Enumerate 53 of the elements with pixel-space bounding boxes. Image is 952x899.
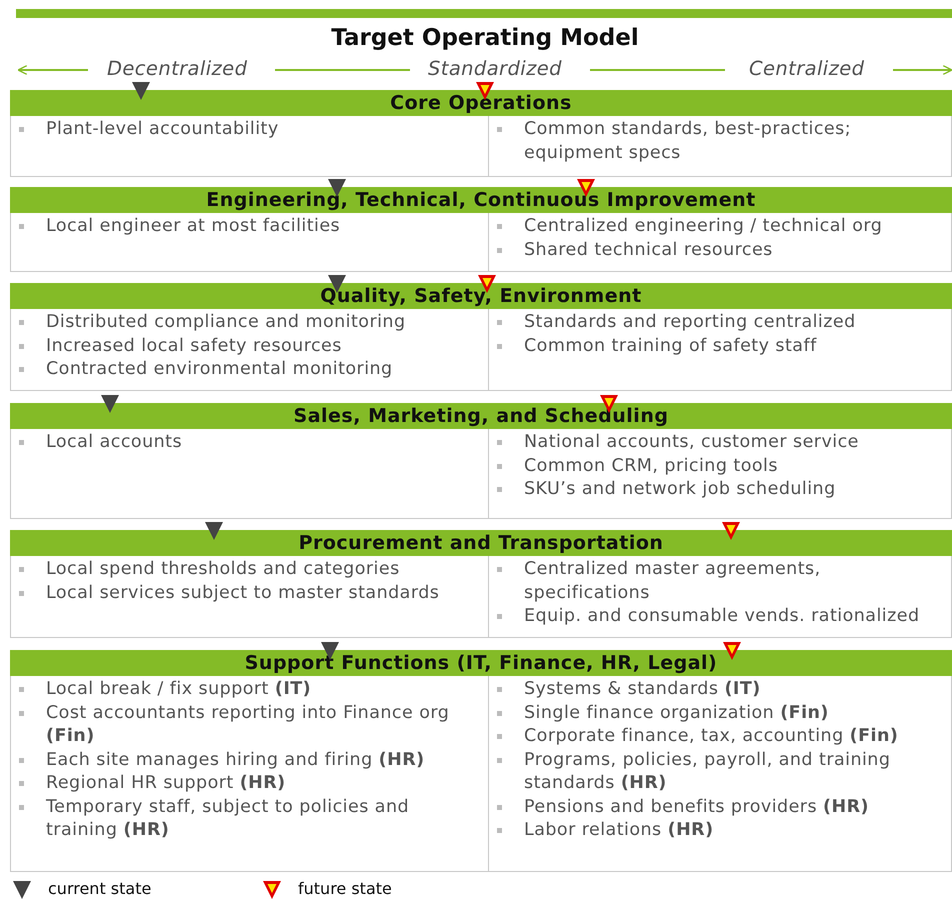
- bullet-item: SKU’s and network job scheduling: [497, 478, 949, 502]
- bullet-item: Temporary staff, subject to policies and training (HR): [19, 796, 486, 842]
- bullet-item: Local break / fix support (IT): [19, 678, 486, 702]
- scale-label: Centralized: [749, 57, 864, 80]
- bullet-item: Each site manages hiring and firing (HR): [19, 748, 486, 772]
- section-heading: Core Operations: [10, 90, 952, 116]
- table-cell: [488, 556, 952, 638]
- table-cell: [10, 213, 488, 272]
- bullet-item: Common training of safety staff: [497, 334, 949, 358]
- section-heading: Engineering, Technical, Continuous Improvement: [10, 187, 952, 213]
- table-cell: [488, 676, 952, 872]
- scale-label: Standardized: [428, 57, 562, 80]
- bullet-item: Local spend thresholds and categories: [19, 558, 486, 582]
- title: Target Operating Model: [331, 25, 639, 51]
- bullet-item: Centralized engineering / technical org: [497, 215, 949, 238]
- bullet-item: Regional HR support (HR): [19, 772, 486, 796]
- bullet-item: Programs, policies, payroll, and training standards (HR): [497, 748, 949, 796]
- table-cell: [488, 309, 952, 391]
- bullet-item: Systems & standards (IT): [497, 678, 949, 702]
- section-heading: Quality, Safety, Environment: [10, 283, 952, 309]
- table-cell: [10, 556, 488, 638]
- bullet-item: Single finance organization (Fin): [497, 702, 949, 725]
- bullet-item: Contracted environmental monitoring: [19, 358, 486, 382]
- bullet-item: Local services subject to master standards: [19, 582, 486, 605]
- table-cell: [10, 116, 488, 177]
- bullet-item: Distributed compliance and monitoring: [19, 311, 486, 334]
- table-cell: [488, 429, 952, 519]
- bullet-item: Common CRM, pricing tools: [497, 454, 949, 478]
- table-cell: [10, 676, 488, 872]
- bullet-item: Centralized master agreements, specifications: [497, 558, 949, 605]
- bullet-item: Increased local safety resources: [19, 334, 486, 358]
- bullet-item: Cost accountants reporting into Finance org (Fin): [19, 702, 486, 748]
- section-heading: Procurement and Transportation: [10, 530, 952, 556]
- bullet-item: Equip. and consumable vends. rationalized: [497, 605, 949, 628]
- table-cell: [488, 116, 952, 177]
- bullet-item: Local accounts: [19, 431, 486, 454]
- table-cell: [10, 309, 488, 391]
- bullet-item: Labor relations (HR): [497, 819, 949, 842]
- scale-label: Decentralized: [107, 57, 248, 80]
- bullet-item: National accounts, customer service: [497, 431, 949, 454]
- table-cell: [10, 429, 488, 519]
- bullet-item: Corporate finance, tax, accounting (Fin): [497, 725, 949, 748]
- bullet-item: Standards and reporting centralized: [497, 311, 949, 334]
- legend-label: future state: [298, 879, 392, 898]
- legend-label: current state: [48, 879, 152, 898]
- bullet-item: Plant-level accountability: [19, 118, 486, 142]
- table-cell: [488, 213, 952, 272]
- bullet-item: Common standards, best-practices; equipment specs: [497, 118, 949, 165]
- section-heading: Sales, Marketing, and Scheduling: [10, 403, 952, 429]
- bullet-item: Pensions and benefits providers (HR): [497, 796, 949, 819]
- bullet-item: Local engineer at most facilities: [19, 215, 486, 238]
- section-heading: Support Functions (IT, Finance, HR, Legal): [10, 650, 952, 676]
- bullet-item: Shared technical resources: [497, 238, 949, 262]
